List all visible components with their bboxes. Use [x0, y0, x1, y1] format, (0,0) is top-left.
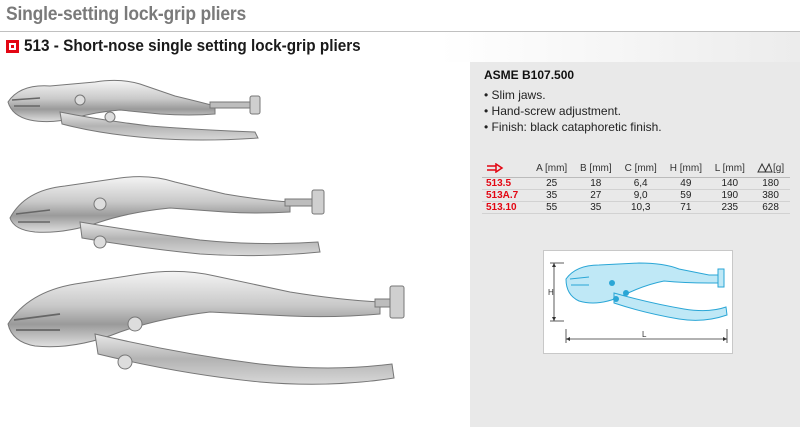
table-row: 513.5 25 18 6,4 49 140 180 [482, 177, 790, 190]
standard-label: ASME B107.500 [484, 68, 575, 82]
cell: 49 [663, 177, 709, 190]
feature-item: Hand-screw adjustment. [484, 103, 662, 119]
feature-item: Finish: black cataphoretic finish. [484, 119, 662, 135]
table-row: 513A.7 35 27 9,0 59 190 380 [482, 189, 790, 202]
column-header: B [mm] [573, 159, 619, 178]
product-header: 513 - Short-nose single setting lock-gri… [0, 31, 800, 62]
cell: 27 [573, 189, 619, 202]
table-row: 513.10 55 35 10,3 71 235 628 [482, 201, 790, 214]
ref-cell: 513.10 [482, 201, 530, 214]
column-header: L [mm] [708, 159, 752, 178]
ref-cell: 513A.7 [482, 189, 530, 202]
product-title: 513 - Short-nose single setting lock-gri… [24, 36, 361, 55]
red-square-icon [6, 40, 19, 53]
cell: 71 [663, 201, 709, 214]
ref-column-header [482, 159, 530, 178]
product-photo-area [0, 62, 470, 427]
cell: 35 [529, 189, 574, 202]
column-header: C [mm] [618, 159, 664, 178]
spec-table: A [mm] B [mm] C [mm] H [mm] L [mm] [g] 5… [482, 159, 790, 214]
cell: 190 [708, 189, 752, 202]
page-title: Single-setting lock-grip pliers [6, 4, 247, 25]
dimension-diagram: H L [543, 250, 733, 354]
pliers-medium-photo [9, 176, 325, 257]
cell: 55 [529, 201, 574, 214]
cell: 18 [573, 177, 619, 190]
column-header: A [mm] [529, 159, 574, 178]
l-dimension-label: L [642, 330, 647, 339]
cell: 380 [751, 189, 790, 202]
pliers-small-photo [7, 79, 261, 141]
pliers-large-photo [7, 270, 405, 385]
weight-column-header: [g] [751, 159, 790, 178]
feature-list: Slim jaws. Hand-screw adjustment. Finish… [484, 87, 662, 135]
cell: 140 [708, 177, 752, 190]
wrench-ref-icon [487, 163, 504, 173]
cell: 10,3 [618, 201, 664, 214]
cell: 628 [751, 201, 790, 214]
cell: 180 [751, 177, 790, 190]
feature-item: Slim jaws. [484, 87, 662, 103]
ref-cell: 513.5 [482, 177, 530, 190]
weight-icon [757, 162, 773, 173]
cell: 25 [529, 177, 574, 190]
h-dimension-label: H [548, 288, 554, 297]
column-header: H [mm] [663, 159, 709, 178]
specs-panel: ASME B107.500 Slim jaws. Hand-screw adju… [470, 62, 800, 427]
cell: 235 [708, 201, 752, 214]
cell: 35 [573, 201, 619, 214]
cell: 6,4 [618, 177, 664, 190]
table-header-row: A [mm] B [mm] C [mm] H [mm] L [mm] [g] [482, 159, 790, 178]
cell: 9,0 [618, 189, 664, 202]
cell: 59 [663, 189, 709, 202]
